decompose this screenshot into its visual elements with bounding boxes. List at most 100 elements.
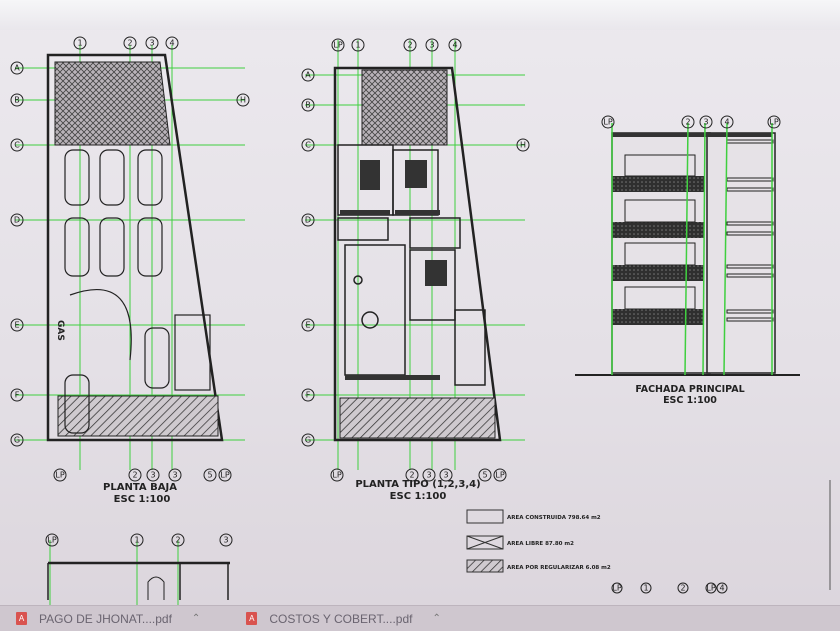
chevron-up-icon[interactable]: ⌃ xyxy=(191,613,201,624)
axis-bubble xyxy=(425,38,439,52)
bottom-axis-bubbles: LP 2 3 3 5 LP xyxy=(330,468,507,482)
axis-bubble xyxy=(353,275,363,285)
axis-label: 2 xyxy=(409,471,414,480)
axis-bubble xyxy=(330,468,344,482)
drawing-line xyxy=(144,327,170,389)
drawing-line xyxy=(684,122,689,376)
axis-label: 4 xyxy=(169,39,174,48)
axis-label: E xyxy=(14,321,19,330)
axis-bubble xyxy=(516,138,530,152)
axis-bubble xyxy=(10,433,24,447)
axis-bubble xyxy=(168,468,182,482)
axis-bubble xyxy=(601,115,615,129)
drawing-line xyxy=(405,160,427,188)
drawing-line xyxy=(612,222,704,238)
axis-bubble xyxy=(10,388,24,402)
axis-bubble xyxy=(10,138,24,152)
axis-label: 1 xyxy=(355,41,360,50)
area-legend: AREA CONSTRUIDA 798.64 m2 AREA LIBRE 87.… xyxy=(466,480,831,594)
axis-label: 3 xyxy=(443,471,448,480)
cad-drawing-canvas[interactable]: GAS 1 2 3 4 LP 2 3 3 5 LP A B C D E F xyxy=(0,0,840,605)
axis-label: 2 xyxy=(175,536,180,545)
axis-bubble xyxy=(145,36,159,50)
legend-swatch-plain xyxy=(466,509,504,524)
axis-label: LP xyxy=(612,584,621,593)
drawing-line xyxy=(339,397,496,439)
axis-bubble xyxy=(301,388,315,402)
drawing-line xyxy=(611,132,711,374)
axis-bubble xyxy=(10,318,24,332)
axis-bubble xyxy=(301,68,315,82)
axis-label: C xyxy=(14,141,20,150)
axis-label: LP xyxy=(332,471,341,480)
axis-label: 5 xyxy=(482,471,487,480)
axis-bubble xyxy=(123,36,137,50)
axis-bubble xyxy=(218,468,232,482)
axis-bubble xyxy=(331,38,345,52)
axis-label: 3 xyxy=(429,41,434,50)
axis-label: 1 xyxy=(643,584,648,593)
cad-viewer-screen: GAS 1 2 3 4 LP 2 3 3 5 LP A B C D E F xyxy=(0,0,840,605)
axis-bubble xyxy=(301,433,315,447)
axis-bubble xyxy=(301,138,315,152)
download-item[interactable]: A COSTOS Y COBERT....pdf ⌃ xyxy=(230,606,451,631)
drawing-line xyxy=(147,576,165,600)
drawing-line xyxy=(409,217,461,249)
drawing-line xyxy=(624,286,696,310)
axis-bubble xyxy=(705,582,717,594)
legend-axis-bubbles: LP 1 2 LP 4 xyxy=(611,582,728,594)
axis-bubble xyxy=(422,468,436,482)
drawing-line xyxy=(723,122,728,376)
axis-bubble xyxy=(405,468,419,482)
axis-bubble xyxy=(10,213,24,227)
drawing-line xyxy=(706,132,776,374)
drawing-line xyxy=(64,149,90,206)
axis-bubble xyxy=(351,38,365,52)
chevron-up-icon[interactable]: ⌃ xyxy=(432,613,441,624)
facade-windows xyxy=(624,139,774,322)
axis-bubble xyxy=(767,115,781,129)
drawing-line xyxy=(333,66,502,442)
axis-bubble xyxy=(361,311,379,329)
axis-bubble xyxy=(53,468,67,482)
axis-label: 1 xyxy=(134,536,139,545)
axis-label: G xyxy=(305,436,311,445)
pdf-icon: A xyxy=(16,612,27,625)
download-filename: COSTOS Y COBERT....pdf xyxy=(269,611,413,626)
axis-label: 1 xyxy=(77,39,82,48)
axis-label: 3 xyxy=(150,471,155,480)
axis-label: 2 xyxy=(685,118,690,127)
axis-bubble xyxy=(219,533,233,547)
drawing-line xyxy=(99,149,125,206)
axis-label: H xyxy=(520,141,526,150)
legend-swatch-hatch xyxy=(466,559,504,573)
axis-bubble xyxy=(146,468,160,482)
pdf-icon: A xyxy=(246,612,258,625)
corte-drawing: LP 1 2 3 xyxy=(45,533,233,605)
bottom-axis-bubbles: LP 2 3 3 5 LP xyxy=(53,468,232,482)
axis-label: LP xyxy=(55,471,64,480)
drawing-line xyxy=(64,217,90,277)
drawing-line xyxy=(612,265,704,281)
axis-label: 4 xyxy=(719,584,724,593)
area-regularizar-hatch xyxy=(57,395,219,437)
axis-label: F xyxy=(306,391,311,400)
planta-baja-scale: ESC 1:100 xyxy=(114,494,171,505)
drawing-line xyxy=(726,317,774,322)
parking-cars xyxy=(64,149,211,434)
download-item[interactable]: A PAGO DE JHONAT....pdf ⌃ xyxy=(0,606,210,631)
drawing-line xyxy=(624,199,696,223)
drawing-line xyxy=(395,210,440,215)
axis-bubble xyxy=(236,93,250,107)
drawing-line xyxy=(137,217,163,277)
side-axis-bubbles: A B C D E F G H xyxy=(10,61,250,447)
axis-label: LP xyxy=(220,471,229,480)
axis-bubble xyxy=(10,61,24,75)
axis-bubble xyxy=(73,36,87,50)
axis-bubble xyxy=(45,533,59,547)
axis-label: D xyxy=(14,216,20,225)
furniture-blocks xyxy=(340,160,447,380)
axis-bubble xyxy=(493,468,507,482)
drawing-line xyxy=(612,309,704,325)
axis-bubble xyxy=(720,115,734,129)
